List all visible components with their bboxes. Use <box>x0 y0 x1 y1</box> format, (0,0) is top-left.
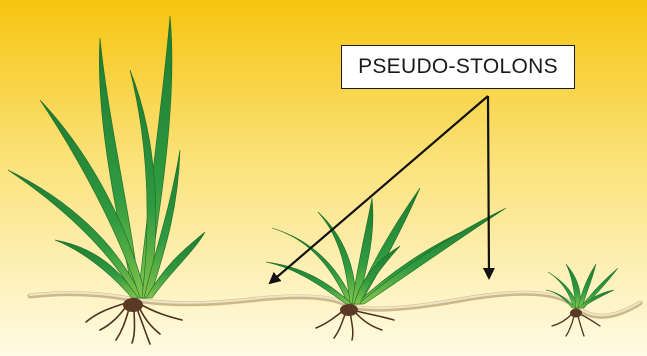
root-crown <box>570 309 582 318</box>
pseudo-stolons-label: PSEUDO-STOLONS <box>341 45 575 89</box>
root-crown <box>123 298 143 312</box>
root-crown <box>340 304 358 316</box>
arrow-to-second-stolon <box>488 96 489 278</box>
